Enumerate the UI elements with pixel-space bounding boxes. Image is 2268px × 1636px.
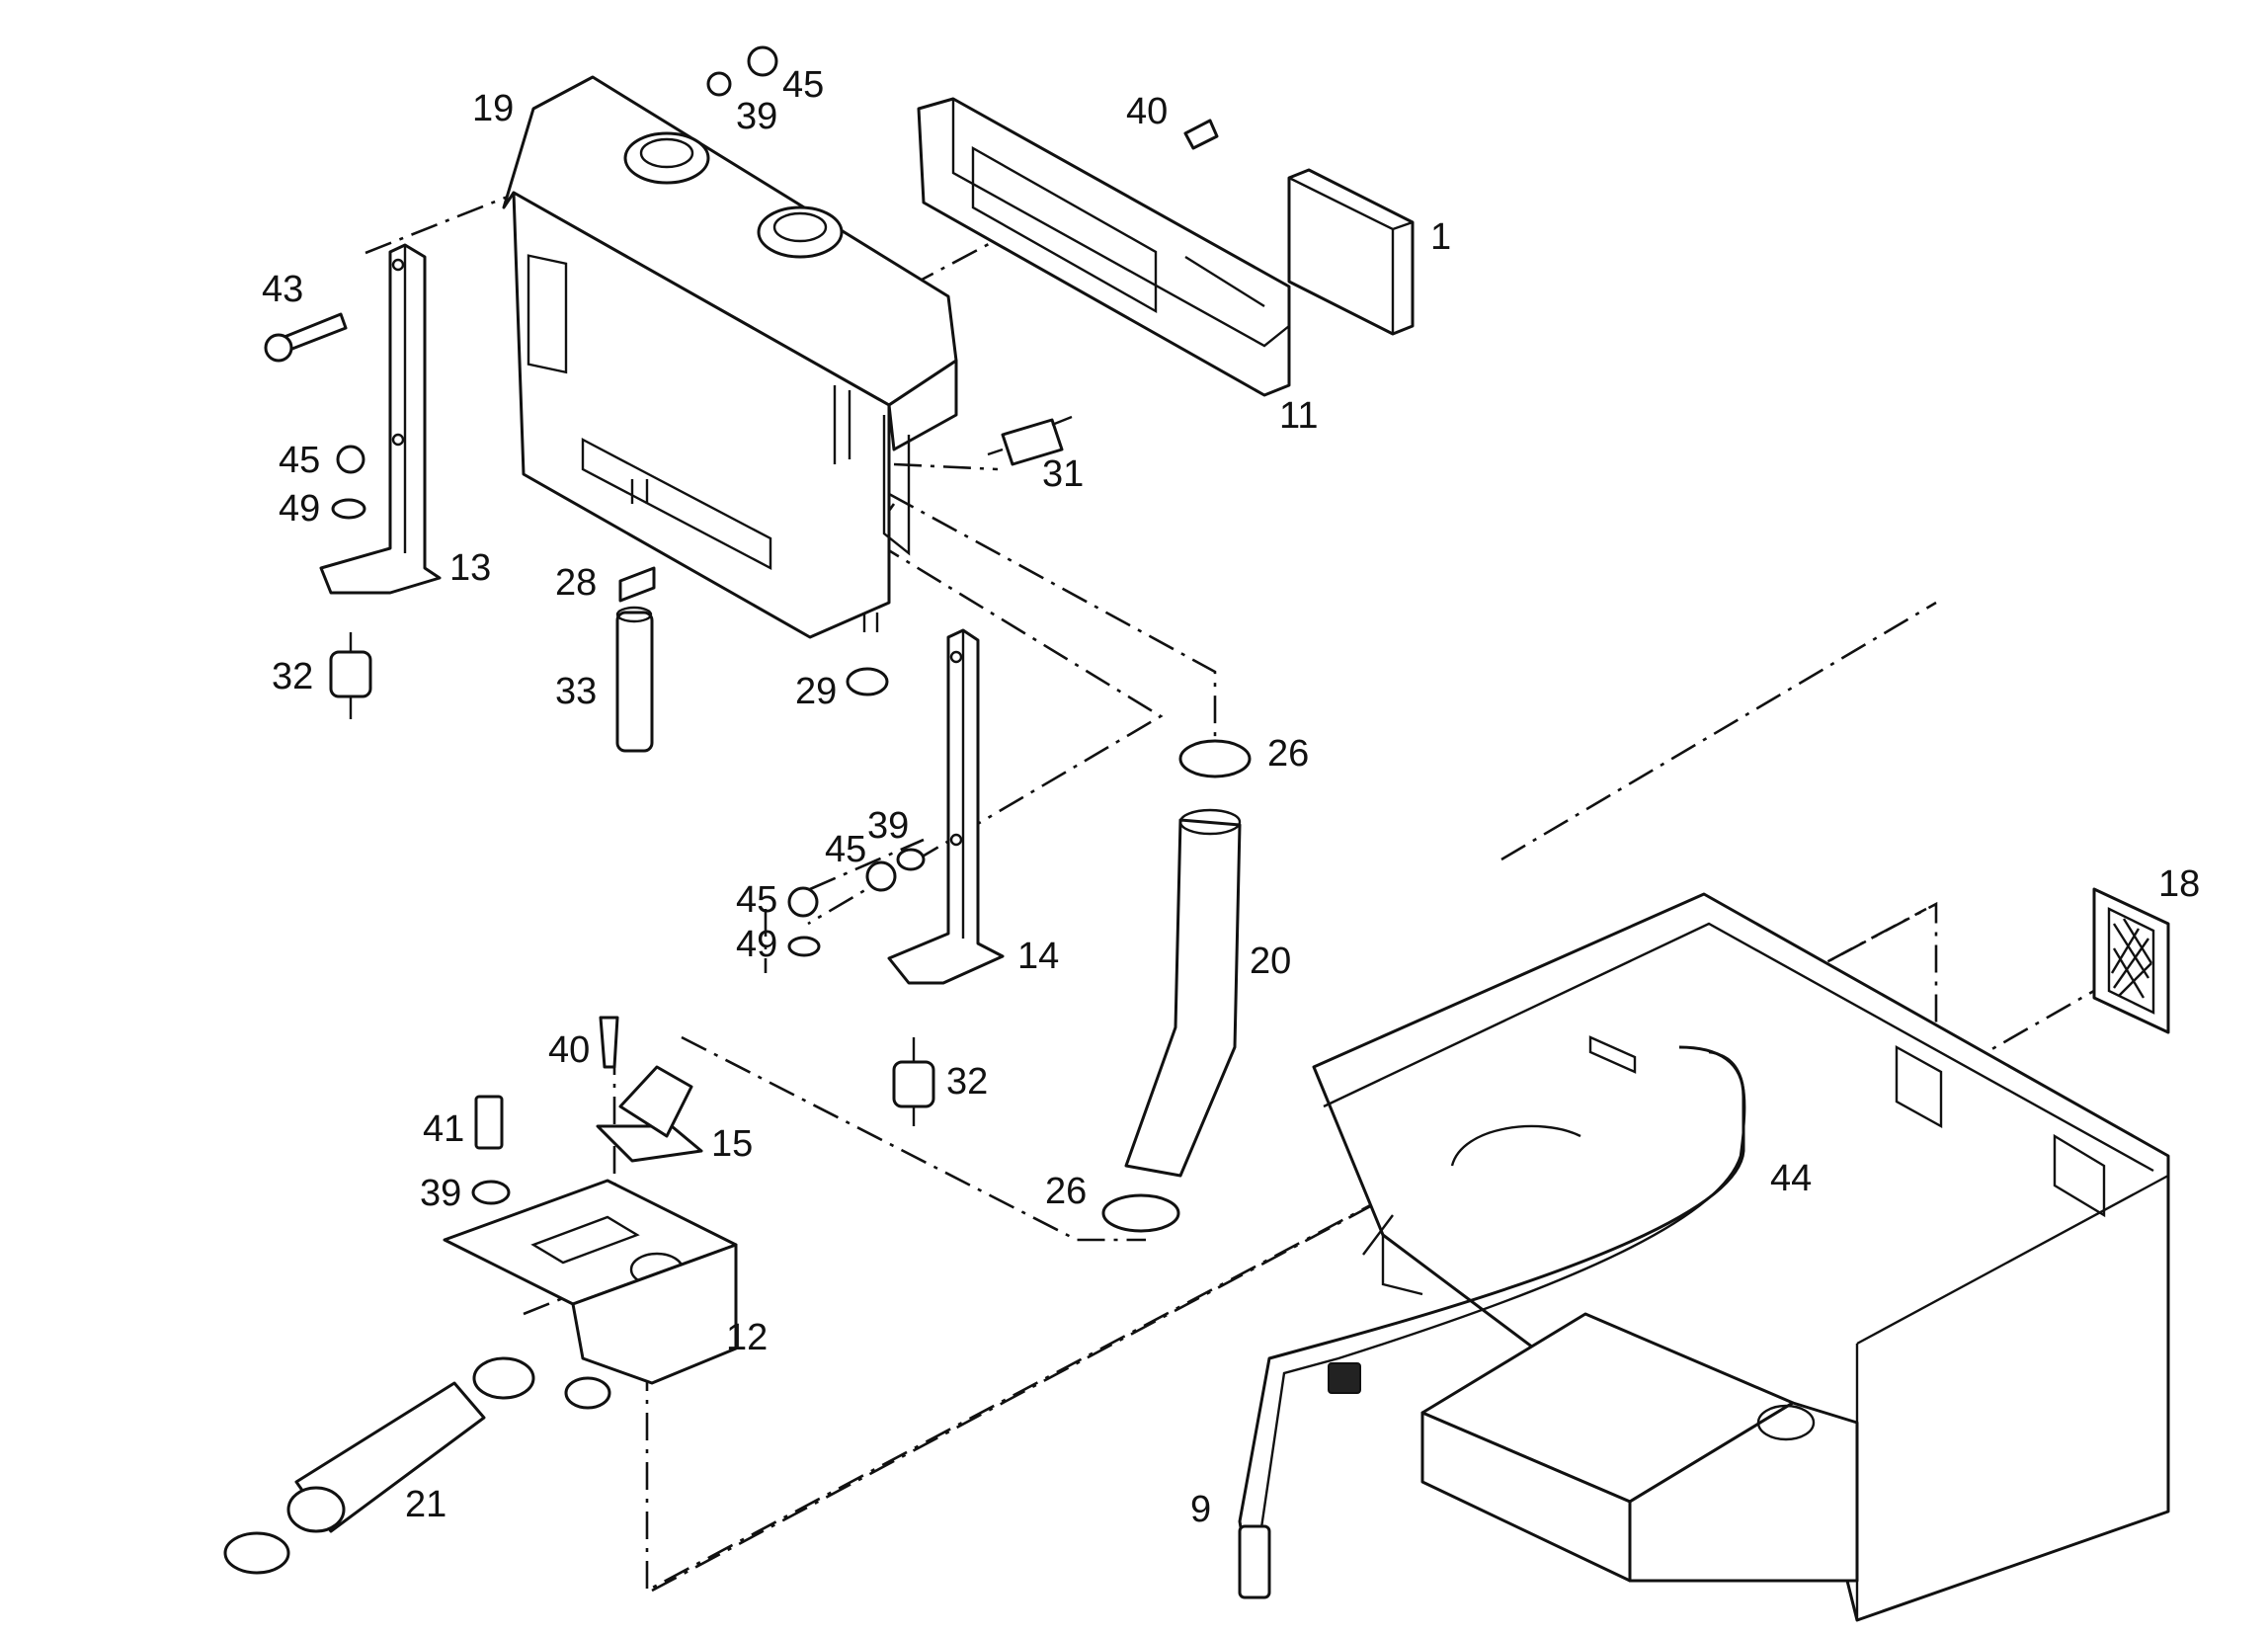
washer-49-low	[787, 936, 821, 957]
callout-40-low: 40	[548, 1029, 590, 1071]
callout-32-center: 32	[946, 1061, 988, 1103]
callout-39-mid: 39	[867, 805, 909, 847]
callout-40-top: 40	[1126, 91, 1168, 132]
drain-box-part-12	[443, 1179, 738, 1410]
callout-11: 11	[1279, 395, 1318, 437]
washer-39-low	[471, 1180, 511, 1205]
hose-part-21	[223, 1356, 535, 1575]
isolator-part-32-center	[892, 1037, 935, 1126]
callout-28: 28	[555, 562, 597, 604]
bracket-part-13	[319, 243, 442, 595]
callout-45-mid: 45	[825, 829, 866, 870]
tank-part-19	[502, 75, 958, 639]
callout-43: 43	[262, 269, 303, 310]
callout-29: 29	[795, 671, 837, 712]
washer-49-left	[331, 498, 366, 520]
callout-41: 41	[423, 1108, 464, 1150]
callout-49-left: 49	[279, 488, 320, 530]
callout-18: 18	[2158, 863, 2200, 905]
callout-21: 21	[405, 1484, 446, 1525]
callout-32-left: 32	[272, 656, 313, 697]
isolator-part-31	[987, 415, 1073, 466]
nut-45-mid	[865, 860, 897, 892]
bolt-41	[474, 1095, 504, 1150]
callout-45-left: 45	[279, 440, 320, 481]
nut-45-top	[747, 45, 778, 77]
clamp-21-lower	[223, 1531, 290, 1575]
clamp-21-upper	[472, 1356, 535, 1400]
filter-pad-part-1	[1287, 168, 1415, 336]
clip-28	[618, 566, 656, 603]
callout-19: 19	[472, 88, 514, 129]
connector-9	[1328, 1362, 1361, 1394]
screw-40-low	[599, 1016, 619, 1069]
callout-1: 1	[1430, 216, 1451, 258]
tube-part-33	[615, 606, 654, 753]
screw-40-top	[1183, 119, 1219, 150]
clamp-26-upper	[1178, 739, 1252, 778]
callout-20: 20	[1250, 941, 1291, 982]
callout-26-upper: 26	[1267, 733, 1309, 775]
grille-part-18	[2092, 887, 2170, 1034]
callout-33: 33	[555, 671, 597, 712]
callout-labels: 1 9 11 12 13 14 15 18 19 20 21 26 26 28 …	[262, 64, 2200, 1530]
callout-49-low: 49	[736, 924, 777, 965]
isolators	[329, 415, 1073, 1126]
isolator-part-32-left	[329, 632, 372, 719]
nut-45-left	[336, 445, 365, 474]
callout-15: 15	[711, 1123, 753, 1165]
elbow-part-15	[596, 1065, 703, 1163]
hose-part-20	[1101, 739, 1252, 1233]
callout-45-top: 45	[782, 64, 824, 106]
base-housing	[1238, 892, 2170, 1622]
bracket-part-14	[887, 628, 1005, 985]
clamp-26-lower	[1101, 1193, 1180, 1233]
callout-45-low: 45	[736, 879, 777, 921]
callout-26-lower: 26	[1045, 1171, 1087, 1212]
callout-31: 31	[1042, 453, 1084, 495]
grommet-29	[846, 667, 889, 696]
callout-44: 44	[1770, 1158, 1812, 1199]
callout-14: 14	[1017, 936, 1059, 977]
callout-39-low: 39	[420, 1173, 461, 1214]
washer-39-mid	[896, 848, 926, 871]
callout-39-top: 39	[736, 96, 777, 137]
cover-frame-part-11	[917, 97, 1291, 397]
nut-45-low	[787, 886, 819, 918]
callout-9: 9	[1190, 1489, 1211, 1530]
washer-39-top	[706, 71, 732, 97]
callout-12: 12	[726, 1317, 768, 1358]
callout-13: 13	[449, 547, 491, 589]
